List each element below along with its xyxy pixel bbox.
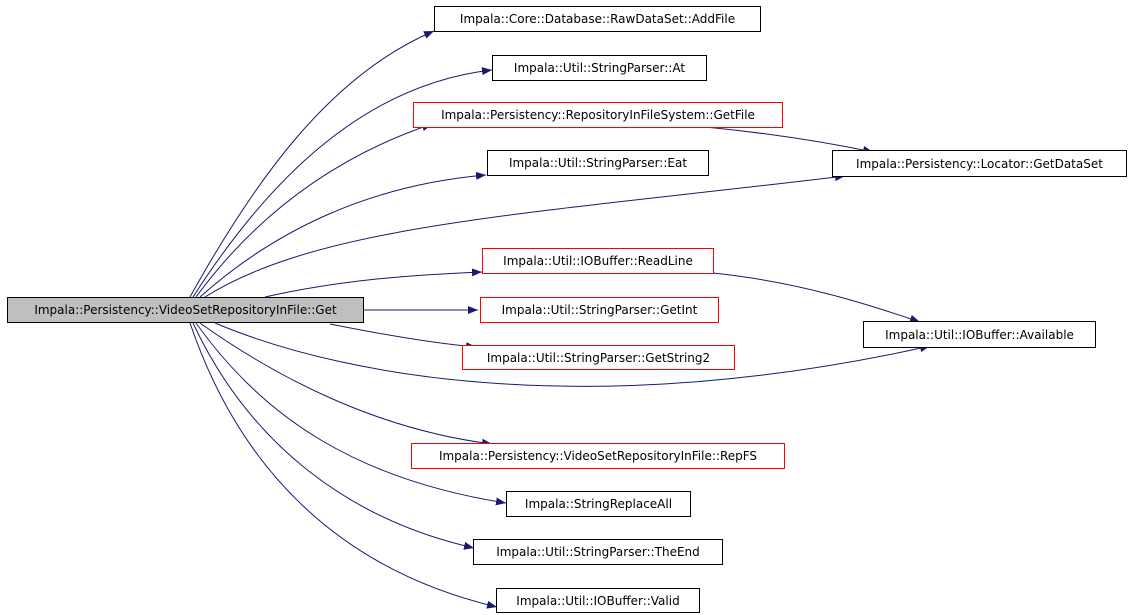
node-repfs[interactable]: Impala::Persistency::VideoSetRepositoryI… <box>411 443 785 469</box>
edge-root-to-getdataset <box>204 173 846 298</box>
edge-root-to-eat <box>199 171 487 298</box>
edge-root-to-replaceall <box>195 322 507 506</box>
edge-root-to-repfs <box>199 322 493 447</box>
node-at[interactable]: Impala::Util::StringParser::At <box>492 55 707 81</box>
node-valid[interactable]: Impala::Util::IOBuffer::Valid <box>496 588 700 613</box>
edge-root-to-valid <box>189 322 498 609</box>
node-available[interactable]: Impala::Util::IOBuffer::Available <box>863 321 1096 348</box>
edge-root-to-theend <box>192 322 475 550</box>
node-root: Impala::Persistency::VideoSetRepositoryI… <box>7 297 364 323</box>
node-getstring2[interactable]: Impala::Util::StringParser::GetString2 <box>462 345 735 370</box>
node-getfile[interactable]: Impala::Persistency::RepositoryInFileSys… <box>413 102 783 128</box>
node-replaceall[interactable]: Impala::StringReplaceAll <box>506 491 691 517</box>
node-eat[interactable]: Impala::Util::StringParser::Eat <box>487 150 709 176</box>
edge-root-to-getstring2 <box>329 323 477 351</box>
node-getint[interactable]: Impala::Util::StringParser::GetInt <box>480 297 719 323</box>
edge-root-to-getfile <box>195 123 433 298</box>
node-getdataset[interactable]: Impala::Persistency::Locator::GetDataSet <box>832 150 1127 177</box>
edge-readline-to-available <box>712 272 921 323</box>
edge-root-to-readline <box>264 268 483 298</box>
node-readline[interactable]: Impala::Util::IOBuffer::ReadLine <box>482 248 714 274</box>
edge-getfile-to-getdataset <box>694 125 874 154</box>
edge-root-to-addfile <box>189 30 435 298</box>
edge-root-to-at <box>192 67 493 298</box>
node-theend[interactable]: Impala::Util::StringParser::TheEnd <box>473 539 723 565</box>
edge-root-to-available <box>214 322 931 387</box>
node-addfile[interactable]: Impala::Core::Database::RawDataSet::AddF… <box>434 6 761 32</box>
